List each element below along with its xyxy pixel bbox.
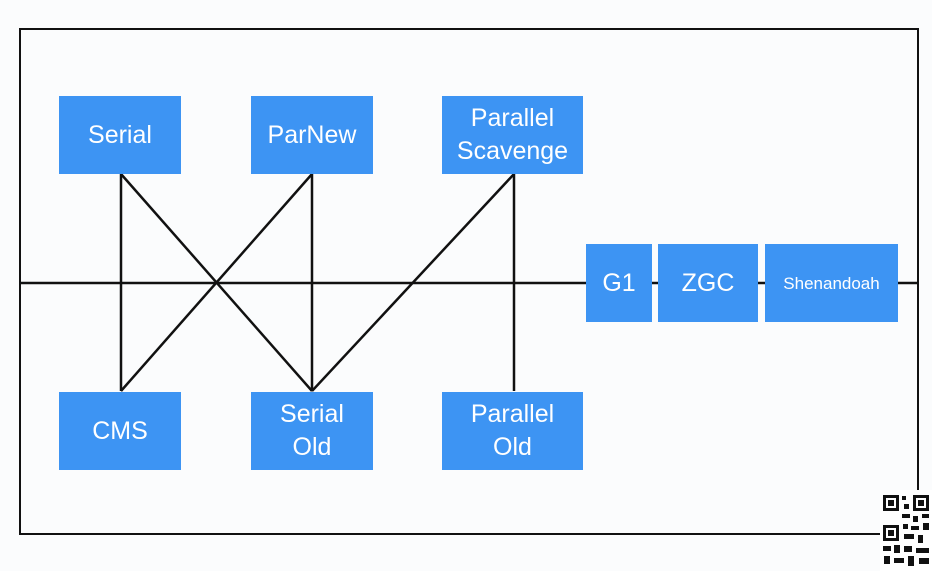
collector-serial: Serial (59, 96, 181, 174)
collector-g1: G1 (586, 244, 652, 322)
collector-parallel-scavenge: Parallel Scavenge (442, 96, 583, 174)
qr-code-icon (880, 490, 932, 571)
link-parallel-scavenge-serial-old (311, 173, 515, 392)
collector-parnew: ParNew (251, 96, 373, 174)
collector-serial-old: Serial Old (251, 392, 373, 470)
diagram-frame (19, 28, 919, 535)
collector-zgc: ZGC (658, 244, 758, 322)
link-parnew-cms (120, 173, 313, 392)
collector-shenandoah: Shenandoah (765, 244, 898, 322)
collector-cms: CMS (59, 392, 181, 470)
collector-parallel-old: Parallel Old (442, 392, 583, 470)
